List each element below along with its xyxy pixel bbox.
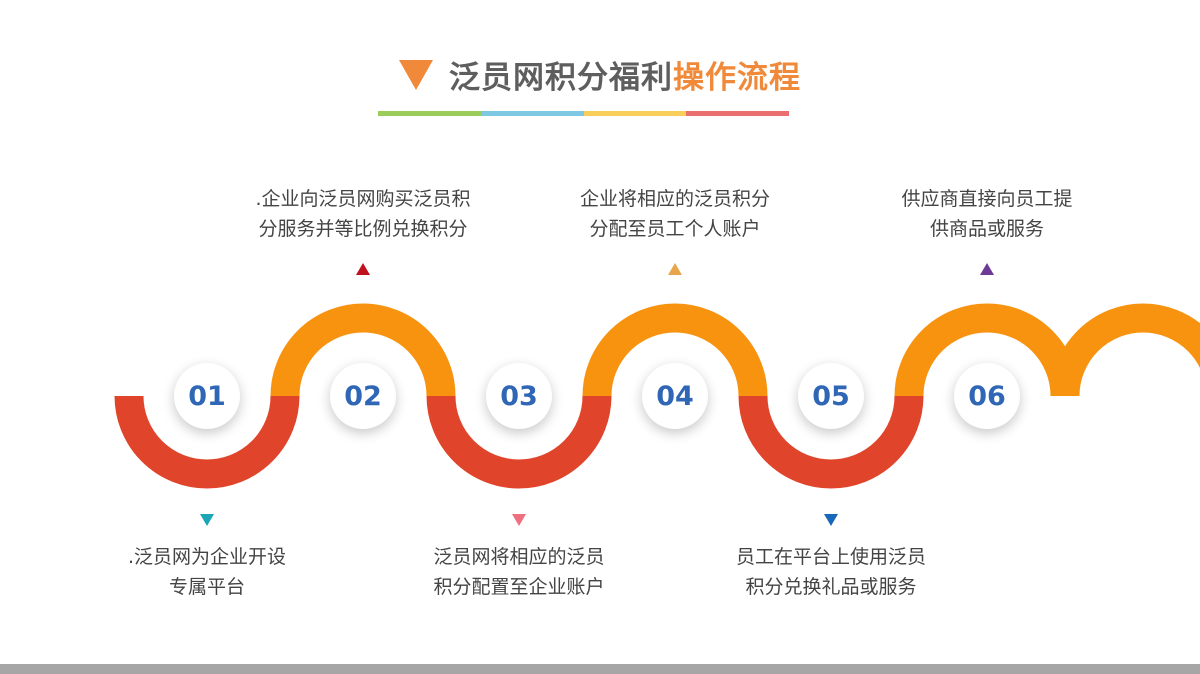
- step-description-01: .泛员网为企业开设专属平台: [77, 542, 337, 602]
- wave-segment-2: [270, 303, 456, 397]
- marker-up-icon: [356, 263, 370, 275]
- step-number-04: 04: [642, 363, 708, 429]
- step-number-01: 01: [174, 363, 240, 429]
- step-number-03: 03: [486, 363, 552, 429]
- title-text: 泛员网积分福利操作流程: [449, 52, 801, 97]
- title-underline: [378, 111, 789, 116]
- wave-segment-6: [894, 303, 1080, 397]
- step-description-line: 积分配置至企业账户: [433, 576, 605, 598]
- step-description-line: 分配至员工个人账户: [589, 218, 761, 240]
- bottom-bar: [0, 664, 1200, 674]
- title-main: 泛员网积分福利: [449, 60, 673, 96]
- step-description-line: 专属平台: [168, 576, 245, 598]
- step-number-06: 06: [954, 363, 1020, 429]
- wave-segment-end: [1050, 303, 1200, 397]
- step-description-06: 供应商直接向员工提供商品或服务: [857, 184, 1117, 244]
- underline-segment-1: [378, 111, 481, 116]
- step-description-03: 泛员网将相应的泛员积分配置至企业账户: [389, 542, 649, 602]
- triangle-down-icon: [399, 59, 433, 90]
- step-description-line: .企业向泛员网购买泛员积: [255, 188, 471, 210]
- marker-up-icon: [668, 263, 682, 275]
- marker-down-icon: [200, 514, 214, 526]
- step-description-line: 分服务并等比例兑换积分: [258, 218, 468, 240]
- step-description-line: 供商品或服务: [929, 218, 1044, 240]
- page-title: 泛员网积分福利操作流程: [0, 52, 1200, 97]
- marker-up-icon: [980, 263, 994, 275]
- step-description-line: 泛员网将相应的泛员: [433, 546, 605, 568]
- wave-segment-5: [738, 395, 924, 489]
- wave-segment-3: [426, 395, 612, 489]
- step-description-02: .企业向泛员网购买泛员积分服务并等比例兑换积分: [233, 184, 493, 244]
- step-number-02: 02: [330, 363, 396, 429]
- step-description-line: 企业将相应的泛员积分: [579, 188, 770, 210]
- step-description-05: 员工在平台上使用泛员积分兑换礼品或服务: [701, 542, 961, 602]
- step-number-05: 05: [798, 363, 864, 429]
- step-description-line: .泛员网为企业开设: [127, 546, 287, 568]
- underline-segment-3: [583, 111, 687, 116]
- step-description-line: 员工在平台上使用泛员: [735, 546, 926, 568]
- title-accent: 操作流程: [673, 60, 801, 96]
- step-description-line: 积分兑换礼品或服务: [745, 576, 917, 598]
- wave-segment-4: [582, 303, 768, 397]
- step-description-04: 企业将相应的泛员积分分配至员工个人账户: [545, 184, 805, 244]
- wave-segment-1: [114, 395, 300, 489]
- marker-down-icon: [824, 514, 838, 526]
- step-description-line: 供应商直接向员工提: [901, 188, 1073, 210]
- underline-segment-4: [686, 111, 789, 116]
- underline-segment-2: [480, 111, 584, 116]
- marker-down-icon: [512, 514, 526, 526]
